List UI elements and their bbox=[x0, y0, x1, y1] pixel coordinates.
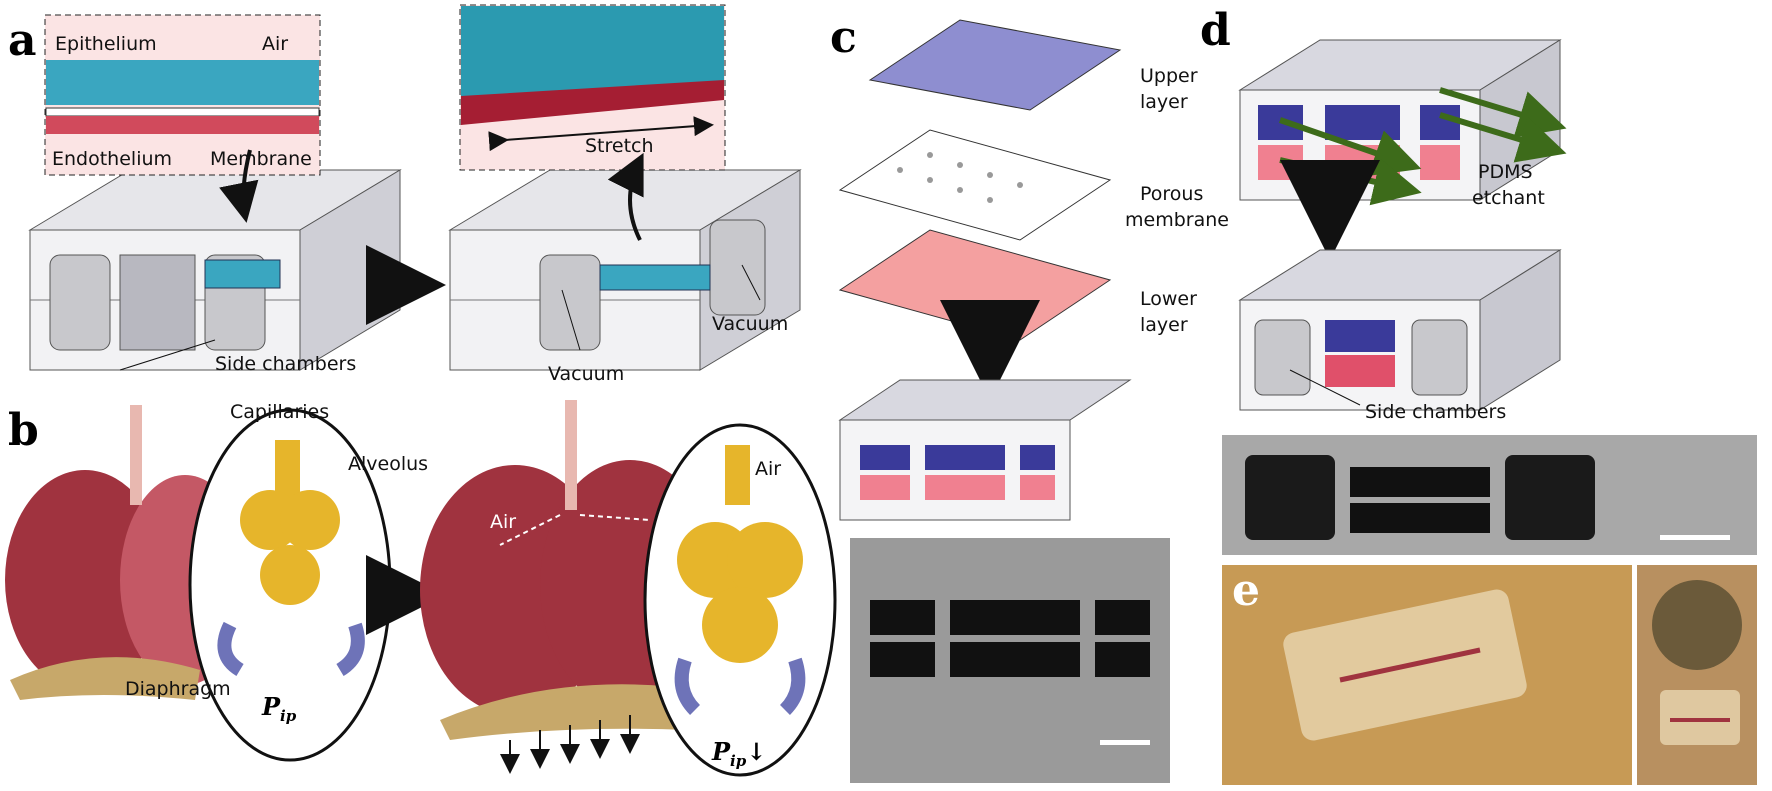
label-epithelium: Epithelium bbox=[55, 33, 157, 55]
label-air-inset: Air bbox=[755, 458, 781, 480]
scale-bar bbox=[1100, 740, 1150, 745]
lower-layer bbox=[838, 229, 1112, 341]
label-air: Air bbox=[262, 33, 288, 55]
panel-d: d PDMS etchant Side chambers bbox=[1200, 5, 1757, 785]
label-pdms: PDMS bbox=[1478, 161, 1533, 183]
panel-letter-a: a bbox=[8, 15, 37, 66]
label-side-chambers: Side chambers bbox=[215, 353, 356, 375]
panel-a: a Epithelium Air Endothelium Membrane Si… bbox=[8, 4, 802, 385]
upper-layer bbox=[868, 19, 1122, 111]
label-stretch: Stretch bbox=[585, 135, 654, 157]
label-alveolus: Alveolus bbox=[348, 453, 428, 475]
device-relaxed bbox=[28, 169, 402, 371]
panel-letter-d: d bbox=[1200, 5, 1231, 56]
membrane-pores bbox=[897, 152, 1023, 203]
alveolus-inset-relaxed: Pip bbox=[188, 408, 392, 762]
label-upper-layer: layer bbox=[1140, 91, 1188, 113]
label-etchant: etchant bbox=[1472, 187, 1545, 209]
device-stretched bbox=[448, 169, 802, 371]
label-side-chambers-d: Side chambers bbox=[1365, 401, 1506, 423]
label-membrane-c: membrane bbox=[1125, 209, 1229, 231]
label-membrane: Membrane bbox=[210, 148, 312, 170]
label-p-ip: Pip bbox=[261, 692, 297, 725]
label-lower: Lower bbox=[1140, 288, 1197, 310]
panel-letter-e: e bbox=[1232, 565, 1260, 616]
panel-letter-b: b bbox=[8, 405, 39, 456]
panel-e-photos: e bbox=[1222, 565, 1757, 785]
scale-bar-d bbox=[1660, 535, 1730, 540]
device-etched bbox=[1238, 249, 1562, 411]
label-capillaries: Capillaries bbox=[230, 401, 329, 423]
inset-stretch: Stretch bbox=[459, 4, 726, 241]
label-porous: Porous bbox=[1140, 183, 1203, 205]
panel-letter-c: c bbox=[830, 12, 857, 63]
label-air-lungs: Air bbox=[490, 511, 516, 533]
alveolus-inset-inflated: Air Pip↓ bbox=[643, 423, 837, 777]
label-endothelium: Endothelium bbox=[52, 148, 172, 170]
porous-membrane bbox=[838, 129, 1112, 241]
sem-image-d bbox=[1222, 435, 1757, 555]
label-lower-layer: layer bbox=[1140, 314, 1188, 336]
label-vacuum-right: Vacuum bbox=[712, 313, 788, 335]
label-diaphragm: Diaphragm bbox=[125, 678, 231, 700]
panel-b: b Pip Capillaries Alveolus Diaphragm bbox=[5, 400, 837, 777]
label-upper: Upper bbox=[1140, 65, 1198, 87]
label-p-ip-decrease: Pip↓ bbox=[711, 737, 766, 770]
label-vacuum-left: Vacuum bbox=[548, 363, 624, 385]
inset-cell-layers: Epithelium Air Endothelium Membrane bbox=[44, 14, 321, 223]
assembled-device-c bbox=[838, 379, 1132, 521]
sem-image-c bbox=[850, 538, 1170, 783]
panel-c: c Upper layer Porous membrane Lower laye… bbox=[830, 12, 1229, 783]
